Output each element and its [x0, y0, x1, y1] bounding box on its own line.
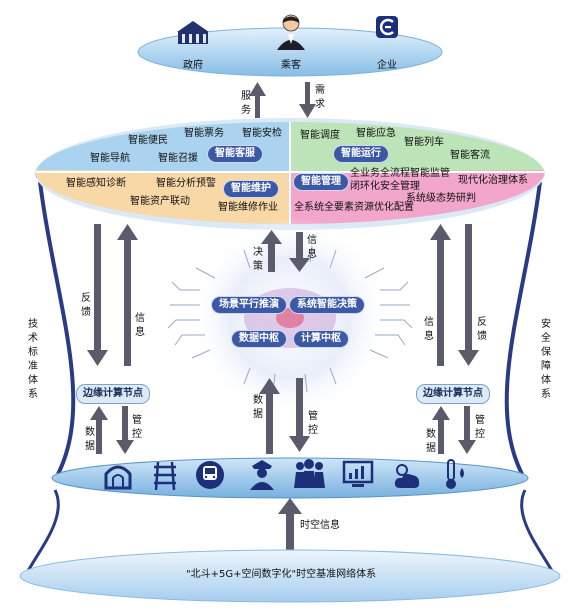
spatial-info-arrow — [278, 498, 302, 550]
right-data-arrow — [432, 406, 450, 454]
decision-arrow — [261, 230, 282, 272]
operation-title-pill: 智能运行 — [334, 146, 388, 162]
chart-monitor-icon — [342, 460, 374, 487]
operation-item: 智能列车 — [404, 137, 444, 148]
operation-item: 智能客流 — [450, 150, 490, 161]
enterprise-logo-icon — [376, 16, 398, 38]
brain-center — [276, 308, 304, 328]
left-info-label: 信息 — [135, 313, 145, 338]
brain-info-arrow — [289, 232, 310, 272]
left-control-arrow — [116, 406, 134, 454]
spatial-info-label: 时空信息 — [300, 520, 340, 531]
management-item: 现代化治理体系 — [458, 175, 528, 186]
police-officer-icon — [250, 460, 274, 490]
service-item: 智能便民 — [128, 135, 168, 146]
service-title-pill: 智能客服 — [208, 146, 262, 162]
operation-quadrant — [290, 121, 545, 178]
right-info-arrow — [430, 224, 451, 366]
service-quadrant — [35, 121, 291, 178]
maintenance-item: 智能感知诊断 — [66, 178, 126, 189]
service-link-label: 服务 — [241, 91, 251, 116]
right-feedback-arrow — [458, 224, 479, 366]
management-title-pill: 智能管理 — [294, 174, 348, 190]
maintenance-item: 智能分析预警 — [156, 178, 216, 189]
right-info-label: 信息 — [424, 317, 434, 342]
operation-item: 智能应急 — [356, 128, 396, 139]
center-control-label: 管控 — [308, 411, 318, 436]
government-building-icon — [177, 21, 209, 44]
operation-item: 智能调度 — [300, 130, 340, 141]
management-item: 全业务全流程智能监管 — [350, 168, 450, 179]
train-icon — [196, 461, 224, 489]
tunnel-icon — [104, 465, 132, 490]
tech-standard-system: 技术标准体系 — [28, 319, 38, 400]
railway-track-icon — [154, 461, 176, 491]
government-label: 政府 — [183, 60, 203, 71]
left-info-arrow — [117, 224, 138, 366]
service-item: 智能召援 — [158, 153, 198, 164]
maintenance-item: 智能维修作业 — [218, 202, 278, 213]
right-control-label: 管控 — [475, 415, 485, 440]
left-feedback-label: 反馈 — [81, 293, 91, 318]
crowd-icon — [294, 459, 325, 488]
left-data-arrow — [90, 406, 108, 454]
brain-module-scenario: 场景平行推演 — [212, 297, 286, 313]
left-feedback-arrow — [87, 224, 108, 366]
right-feedback-label: 反馈 — [477, 317, 487, 342]
right-control-arrow — [458, 406, 476, 454]
management-item: 系统级态势研判 — [406, 193, 476, 204]
maintenance-item: 智能资产联动 — [130, 196, 190, 207]
demand-arrow — [299, 82, 316, 118]
management-item: 全系统全要素资源优化配置 — [294, 202, 414, 213]
brain-module-compute-hub: 计算中枢 — [294, 331, 348, 347]
base-network-disc — [19, 549, 561, 603]
center-data-arrow — [259, 378, 280, 454]
right-edge-node: 边缘计算节点 — [416, 384, 490, 404]
thermometer-icon — [446, 459, 464, 489]
left-edge-node: 边缘计算节点 — [76, 384, 150, 404]
maintenance-title-pill: 智能维护 — [224, 181, 278, 197]
management-quadrant — [290, 170, 545, 225]
decision-label: 决策 — [253, 247, 263, 272]
weather-icon — [394, 464, 420, 488]
service-item: 智能导航 — [90, 153, 130, 164]
center-control-arrow — [289, 378, 310, 452]
right-data-label: 数据 — [426, 429, 436, 454]
brain-module-decision: 系统智能决策 — [290, 297, 364, 313]
passenger-icon — [277, 14, 305, 50]
service-item: 智能安检 — [242, 128, 282, 139]
brain-info-label: 信息 — [307, 235, 317, 260]
management-item: 闭环化安全管理 — [350, 181, 420, 192]
service-arrow — [249, 82, 266, 118]
passenger-label: 乘客 — [281, 60, 301, 71]
center-data-label: 数据 — [253, 395, 263, 420]
left-data-label: 数据 — [85, 427, 95, 452]
neural-circuit-lines — [167, 245, 413, 393]
enterprise-label: 企业 — [377, 60, 397, 71]
left-tower-curve — [38, 181, 76, 475]
demand-link-label: 需求 — [315, 85, 325, 110]
base-network-label: "北斗+5G+空间数字化"时空基准网络体系 — [186, 569, 377, 580]
brain-module-data-hub: 数据中枢 — [232, 331, 286, 347]
security-system: 安全保障体系 — [541, 319, 551, 400]
left-control-label: 管控 — [132, 415, 142, 440]
service-item: 智能票务 — [184, 128, 224, 139]
right-tower-curve — [504, 181, 542, 475]
